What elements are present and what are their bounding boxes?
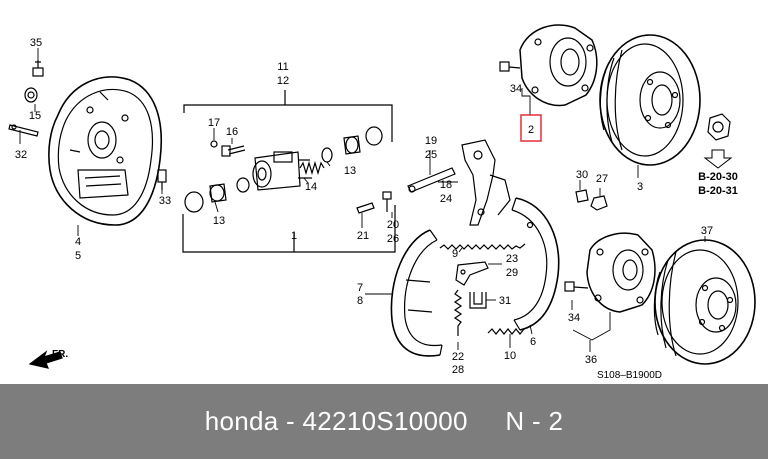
pin-21-drawing	[356, 202, 375, 214]
cup-13-right-drawing	[321, 126, 383, 163]
label-22: 22	[452, 351, 464, 363]
nut-ref-drawing	[703, 113, 733, 169]
label-34-upper: 34	[510, 83, 522, 95]
cup-13-left-drawing	[184, 177, 250, 213]
label-19: 19	[425, 135, 437, 147]
wheel-cylinder-bracket	[182, 90, 396, 253]
ref-b-20-31: B-20-31	[698, 185, 738, 197]
label-3: 3	[637, 181, 643, 193]
label-1: 1	[291, 230, 297, 242]
label-35: 35	[30, 37, 42, 49]
brake-shoe-left-drawing	[390, 229, 443, 357]
label-14: 14	[305, 181, 317, 193]
label-17: 17	[208, 117, 220, 129]
wheel-cylinder-drawing	[252, 151, 312, 191]
leader-lines	[19, 48, 706, 352]
label-29: 29	[506, 267, 518, 279]
nut-30-drawing	[575, 189, 608, 211]
ref-b-20-30: B-20-30	[698, 171, 738, 183]
bolt-35-drawing	[32, 60, 44, 77]
drum-upper-drawing	[599, 34, 701, 166]
label-37: 37	[701, 225, 713, 237]
label-5: 5	[75, 250, 81, 262]
label-32: 32	[15, 149, 27, 161]
bolt-34-upper-drawing	[499, 61, 521, 72]
lever-32-drawing	[8, 124, 39, 137]
label-18: 18	[440, 179, 452, 191]
label-13-left: 13	[213, 215, 225, 227]
label-7: 7	[357, 282, 363, 294]
label-13-right: 13	[344, 165, 356, 177]
pin-20-drawing	[382, 191, 392, 212]
bleeder-drawing	[210, 140, 246, 157]
label-30: 30	[576, 169, 588, 181]
label-31: 31	[499, 295, 511, 307]
label-25: 25	[425, 149, 437, 161]
label-8: 8	[357, 295, 363, 307]
hub-lower-drawing	[586, 232, 656, 313]
label-2: 2	[528, 124, 534, 136]
caption-bar: honda - 42210S10000 N - 2	[0, 384, 768, 459]
label-16: 16	[226, 126, 238, 138]
clip-15-drawing	[24, 87, 38, 103]
label-15: 15	[29, 110, 41, 122]
drum-lower-drawing	[653, 239, 756, 365]
backing-plate-drawing	[48, 76, 162, 226]
highlight-box-part-2	[520, 114, 542, 142]
bolt-33-drawing	[157, 169, 167, 190]
spring-22-drawing	[453, 289, 463, 336]
label-4: 4	[75, 236, 81, 248]
bolt-34-lower-drawing	[564, 281, 589, 292]
label-34-lower: 34	[568, 312, 580, 324]
spring-14-drawing	[299, 160, 325, 176]
label-27: 27	[596, 173, 608, 185]
parts-diagram: 35 15 32 4 5 33 11 12 17 16 14 13 13 1 1…	[8, 24, 756, 381]
spring-10-drawing	[487, 328, 525, 335]
label-20: 20	[387, 219, 399, 231]
front-label: FR.	[52, 349, 68, 360]
part-23-drawing	[455, 261, 489, 286]
label-21: 21	[357, 230, 369, 242]
spring-9-drawing	[439, 243, 526, 250]
label-26: 26	[387, 233, 399, 245]
label-11: 11	[277, 61, 288, 73]
caption-text: honda - 42210S10000 N - 2	[204, 406, 564, 436]
front-arrow-icon	[28, 350, 63, 369]
label-36: 36	[585, 354, 597, 366]
label-33: 33	[159, 195, 171, 207]
diagram-code: S108–B1900D	[597, 370, 662, 381]
adjuster-lever-drawing	[407, 139, 511, 226]
label-9: 9	[452, 248, 458, 260]
label-28: 28	[452, 364, 464, 376]
brake-shoe-right-drawing	[511, 197, 560, 331]
hub-upper-drawing	[519, 24, 598, 107]
label-23: 23	[506, 253, 518, 265]
label-24: 24	[440, 193, 452, 205]
label-10: 10	[504, 350, 516, 362]
label-12: 12	[277, 75, 289, 87]
clip-31-drawing	[469, 292, 487, 309]
label-6: 6	[530, 336, 536, 348]
